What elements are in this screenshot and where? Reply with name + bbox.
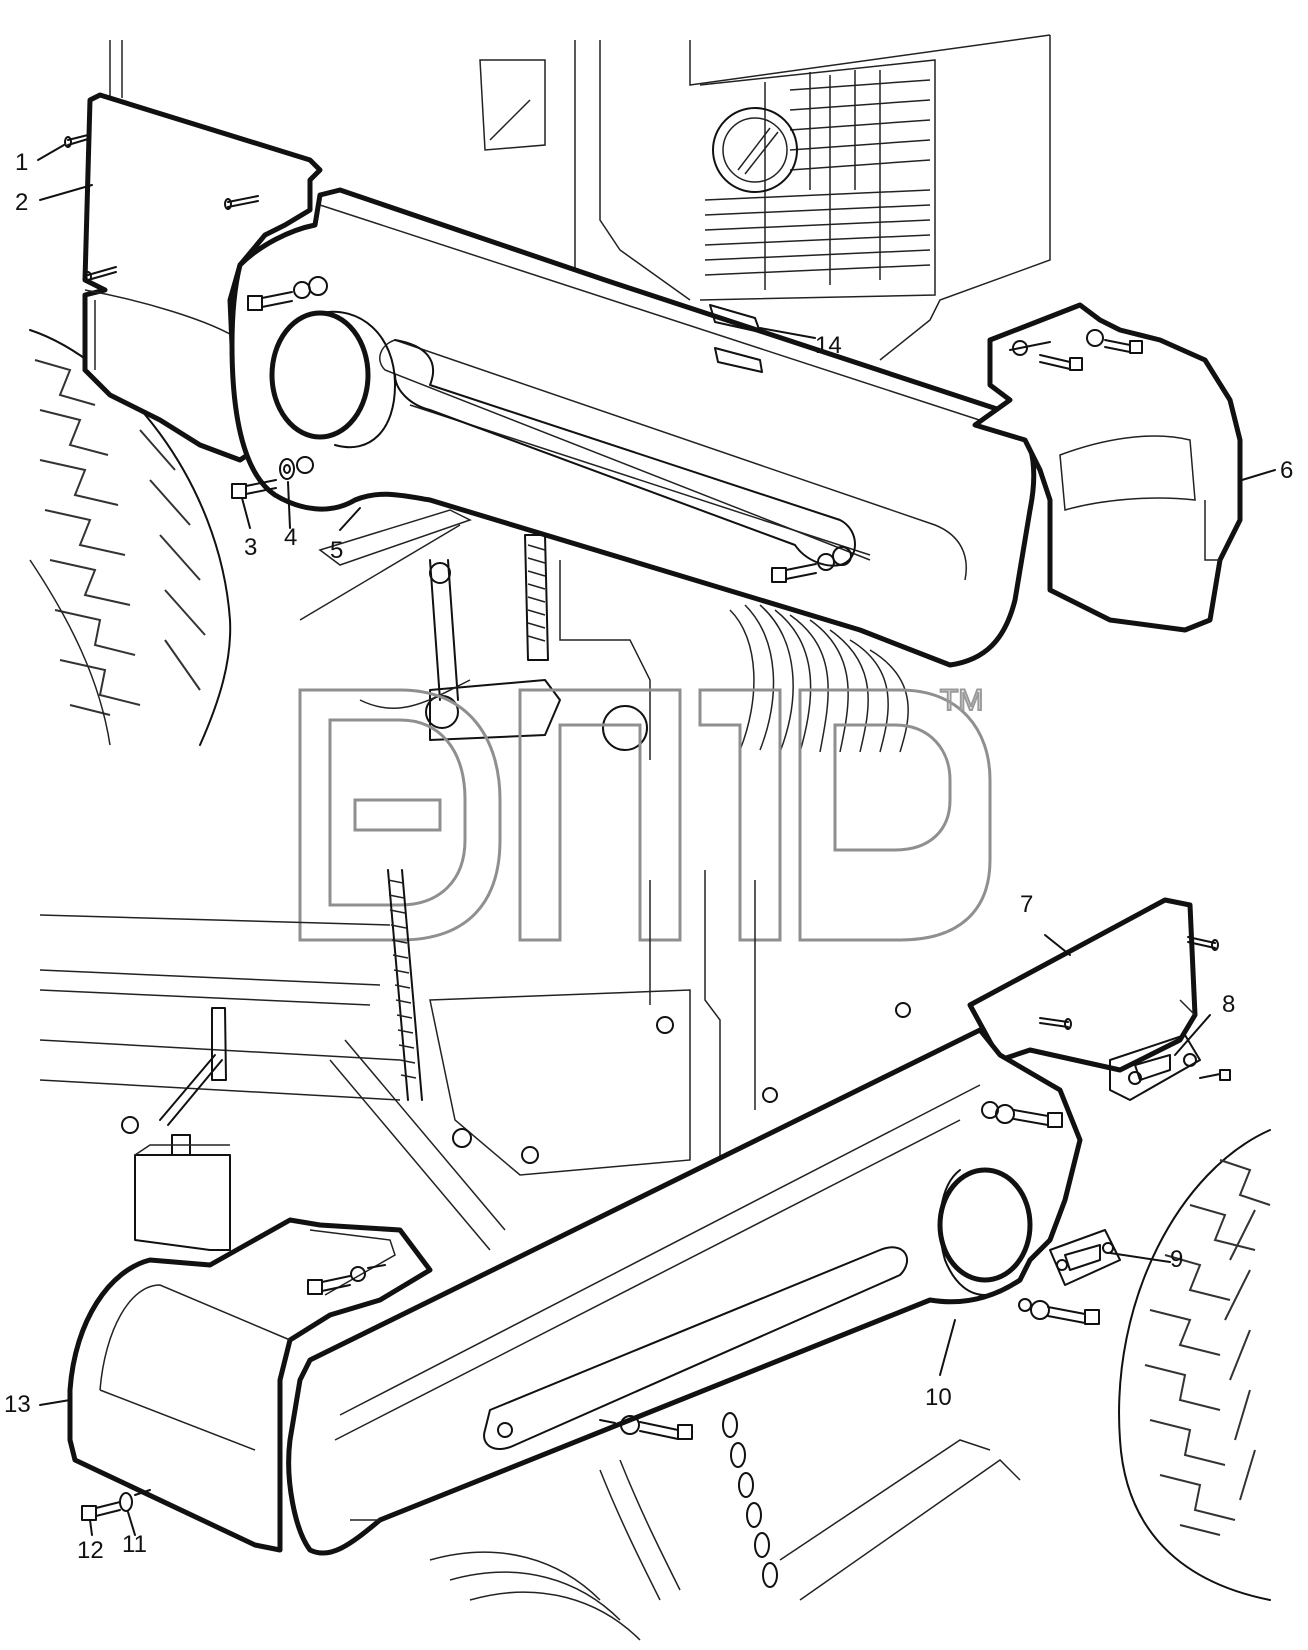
washer-11 (119, 1489, 151, 1512)
callout-11: 11 (122, 1531, 147, 1558)
bolt-upper-a (224, 195, 259, 210)
callout-labels: 1 2 3 4 5 6 7 8 9 10 11 12 13 14 (4, 149, 1293, 1564)
bolt-3 (231, 479, 277, 499)
bolt-12 (81, 1501, 121, 1521)
bolt-upper-d (771, 546, 852, 583)
spring-linkage-upper (299, 509, 651, 760)
washer-4 (279, 456, 314, 480)
chain-lower (722, 1412, 778, 1588)
bolt-lower-b (981, 1101, 1063, 1128)
bolt-lower-a (1039, 1017, 1072, 1030)
bracket-9 (1049, 1229, 1121, 1286)
callout-4: 4 (284, 524, 297, 551)
callout-6: 6 (1280, 457, 1293, 484)
callout-3: 3 (244, 534, 257, 561)
leader-lines (37, 144, 1276, 1536)
jack-stand (121, 1007, 231, 1251)
cover-plate-lower-13 (67, 1217, 433, 1553)
callout-9: 9 (1170, 1246, 1183, 1273)
cover-plate-lower-7 (967, 897, 1198, 1073)
cover-plate-upper-6 (972, 302, 1243, 633)
bolt-lower-7 (1187, 936, 1219, 951)
chain-case-upper-5 (229, 187, 1037, 668)
bolt-upper-e (1009, 329, 1143, 371)
callout-5: 5 (330, 537, 343, 564)
callout-14: 14 (815, 332, 842, 359)
brush-bristles-upper (729, 604, 909, 753)
bolt-lower-e (307, 1264, 386, 1295)
callout-13: 13 (4, 1391, 31, 1418)
trademark-mark: TM (940, 684, 983, 717)
round-cap-lower (937, 1167, 1033, 1296)
ventilation-badge-14 (709, 304, 763, 373)
slot-lower (483, 1246, 909, 1450)
bracket-8 (1109, 1034, 1231, 1101)
frame-rails-lower (39, 870, 911, 1176)
callout-7: 7 (1020, 891, 1033, 918)
bolt-upper-b (84, 266, 117, 283)
bolt-lower-c (1018, 1298, 1100, 1325)
tire-lower-right (1118, 1129, 1271, 1601)
callout-12: 12 (77, 1537, 104, 1564)
chain-case-lower-10 (286, 1027, 1083, 1556)
callout-10: 10 (925, 1384, 952, 1411)
gauge-icon (712, 107, 798, 193)
brush-bristles-lower (429, 1439, 1021, 1641)
bolt-upper-c (247, 276, 328, 311)
round-cap-upper (269, 310, 396, 449)
bolt-lower-d (599, 1415, 693, 1440)
callout-2: 2 (15, 189, 28, 216)
bolt-1 (64, 134, 89, 148)
callout-8: 8 (1222, 991, 1235, 1018)
watermark-logo: TM (298, 683, 992, 942)
callout-1: 1 (15, 149, 28, 176)
engine-housing-upper (109, 34, 1051, 361)
threaded-rod (329, 869, 506, 1251)
